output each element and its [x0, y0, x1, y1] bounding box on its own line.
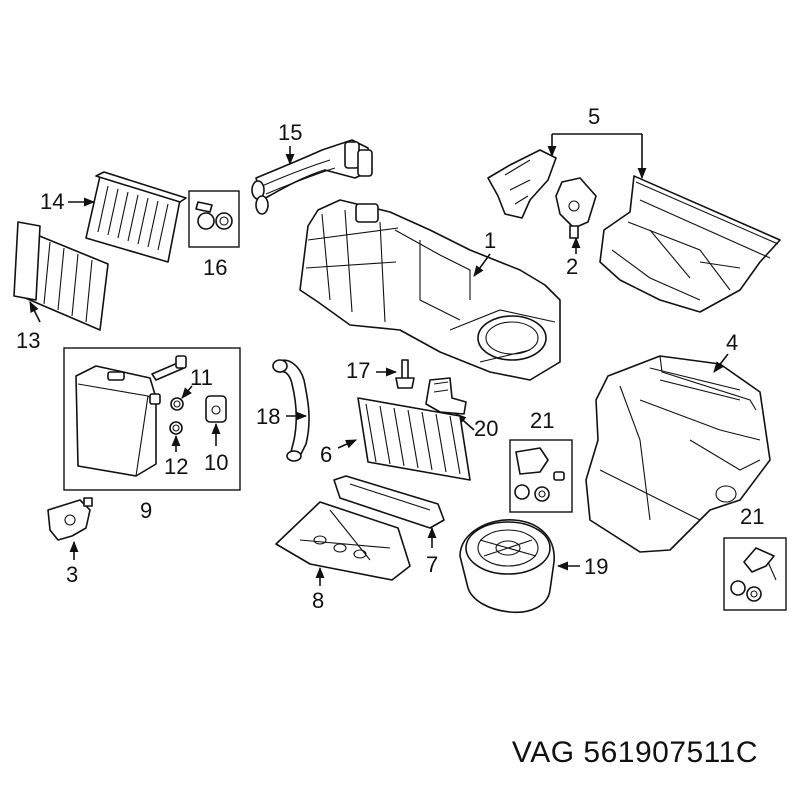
- part-20-blower-resistor: [425, 377, 467, 415]
- callout-5: 5: [588, 104, 600, 129]
- part-5-mounting-bracket: [487, 149, 557, 219]
- part-18-hose: [272, 359, 310, 462]
- part-21-servo-kit-a: [514, 447, 565, 502]
- callout-14: 14: [40, 189, 64, 214]
- callout-9: 9: [140, 498, 152, 523]
- brand-label: VAG: [511, 736, 575, 769]
- part-5-upper-panel: [599, 175, 781, 313]
- part-21-box-b: [723, 537, 787, 611]
- part-17-screw: [395, 359, 415, 389]
- part-8-lower-panel: [275, 501, 411, 581]
- callout-18: 18: [256, 404, 280, 429]
- callout-11: 11: [190, 365, 213, 390]
- callout-13: 13: [16, 328, 40, 353]
- part-15-heater-core-pipes: [251, 139, 373, 215]
- part-14-heater-core: [85, 171, 187, 263]
- part-11-bolt: [151, 355, 187, 411]
- callout-21-a: 21: [530, 408, 554, 433]
- callout-17: 17: [346, 358, 370, 383]
- callout-10: 10: [204, 450, 228, 475]
- part-19-blower-motor: [459, 519, 555, 614]
- callout-7: 7: [426, 552, 438, 577]
- callout-4: 4: [726, 330, 738, 355]
- part-number-footer: VAG 561907511C: [512, 736, 758, 770]
- callout-19: 19: [584, 554, 608, 579]
- callout-1: 1: [484, 228, 496, 253]
- part-1-heater-housing: [299, 199, 561, 381]
- callout-16: 16: [203, 255, 227, 280]
- callout-12: 12: [164, 454, 188, 479]
- part-3-sensor: [47, 497, 93, 541]
- part-16-clips: [195, 201, 233, 230]
- callout-3: 3: [66, 562, 78, 587]
- part-21-servo-kit-b: [730, 547, 777, 602]
- part-9-evaporator: [75, 365, 161, 477]
- callout-2: 2: [566, 254, 578, 279]
- part-4-distribution-housing: [585, 355, 771, 553]
- callout-15: 15: [278, 120, 302, 145]
- part-16-box: [188, 190, 240, 248]
- callout-6: 6: [320, 442, 332, 467]
- part-12-o-ring: [169, 421, 183, 435]
- part-13-auxiliary-core: [13, 221, 109, 331]
- callout-20: 20: [474, 416, 498, 441]
- callout-8: 8: [312, 588, 324, 613]
- part-9-box: [63, 347, 241, 491]
- part-2-actuator: [555, 177, 597, 239]
- part-21-box-a: [509, 439, 573, 513]
- callout-21-b: 21: [740, 504, 764, 529]
- part-10-expansion-valve: [205, 395, 227, 423]
- part-7-filter-cover: [333, 475, 445, 529]
- part-6-cabin-filter: [357, 397, 471, 481]
- part-number: 561907511C: [583, 736, 758, 769]
